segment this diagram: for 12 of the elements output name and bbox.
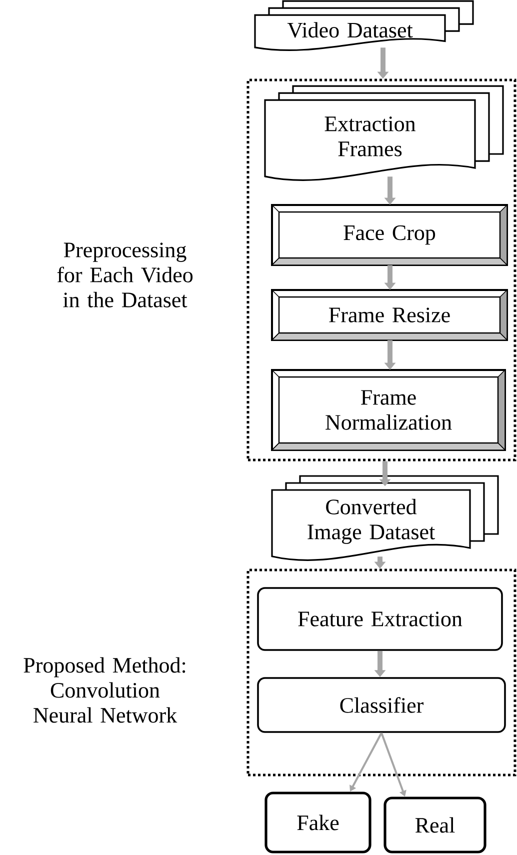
group-heading: Proposed Method: Convolution Neural Network	[24, 657, 186, 723]
rounded-box: Fake	[264, 792, 372, 854]
document-stack: Extraction Frames	[264, 85, 504, 181]
rounded-box: Classifier	[257, 677, 506, 733]
document-stack: Video Dataset	[254, 0, 474, 51]
group-heading: Preprocessing for Each Video in the Dataset	[57, 242, 193, 308]
document-stack: Converted Image Dataset	[271, 475, 499, 561]
rounded-box: Feature Extraction	[257, 587, 503, 651]
beveled-process-box: Face Crop	[271, 204, 508, 266]
beveled-process-box: Frame Normalization	[271, 369, 506, 451]
beveled-process-box: Frame Resize	[271, 289, 508, 341]
rounded-box: Real	[384, 796, 486, 854]
